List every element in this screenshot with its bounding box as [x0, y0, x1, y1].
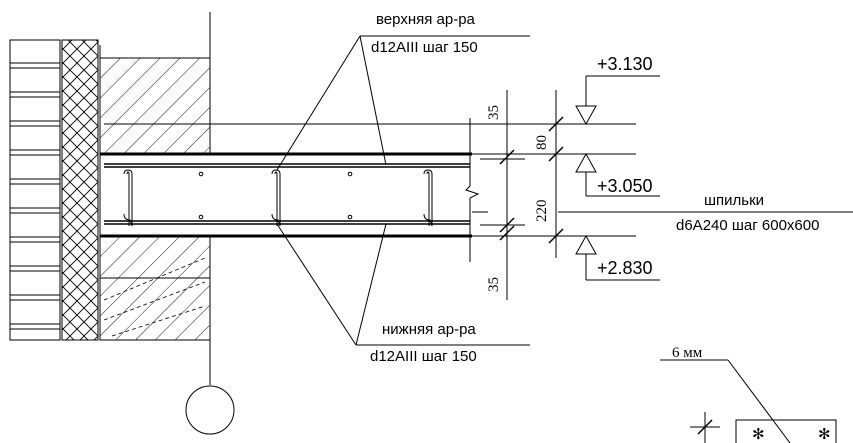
axis-bubble	[185, 385, 235, 435]
elevation-marker-bottom	[575, 234, 660, 281]
leader-lines	[276, 35, 853, 443]
elevation-mid: +3.050	[597, 176, 653, 196]
dim-slab: 220	[534, 200, 550, 223]
dim-cover-bottom: 35	[486, 277, 502, 292]
tie-bar-3	[423, 169, 433, 227]
elevation-top: +3.130	[597, 54, 653, 74]
dim-screed: 80	[534, 135, 550, 150]
bottom-rebar-spec: d12AIII шаг 150	[370, 348, 477, 365]
elevation-marker-mid	[575, 152, 660, 197]
top-rebar-spec: d12AIII шаг 150	[371, 39, 478, 56]
masonry-wall	[99, 45, 470, 341]
bottom-rebar-name: нижняя ар-ра	[382, 321, 476, 338]
detail-fragment: ✻ ✻	[690, 412, 837, 443]
ties-name: шпильки	[704, 192, 764, 209]
tie-bar-1	[123, 169, 133, 227]
distribution-bars	[198, 171, 353, 220]
anchor-mark-icon: ✻	[818, 426, 831, 443]
dimension-chain	[470, 90, 636, 300]
detail-note: 6 мм	[672, 345, 703, 361]
brick-cladding	[9, 39, 61, 341]
tie-bar-2	[271, 169, 281, 227]
concrete-slab	[99, 118, 488, 262]
top-rebar-name: верхняя ар-ра	[376, 11, 476, 28]
elevation-marker-top	[575, 75, 660, 126]
dim-cover-top: 35	[486, 105, 502, 120]
anchor-mark-icon: ✻	[752, 426, 765, 443]
elevation-bottom: +2.830	[597, 258, 653, 278]
ties-spec: d6A240 шаг 600x600	[676, 217, 819, 234]
insulation-layer	[61, 39, 99, 341]
